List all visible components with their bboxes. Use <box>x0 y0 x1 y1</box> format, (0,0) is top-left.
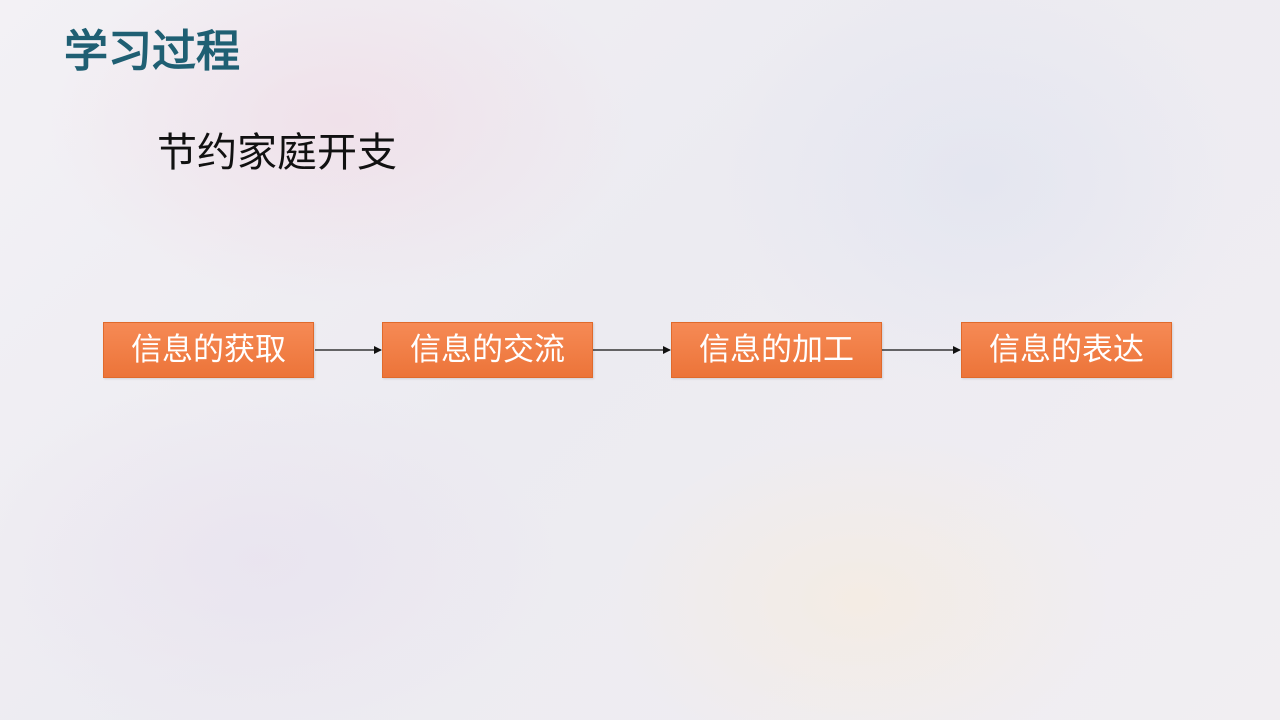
step-box-process: 信息的加工 <box>671 322 882 378</box>
step-box-acquire: 信息的获取 <box>103 322 314 378</box>
step-box-exchange: 信息的交流 <box>382 322 593 378</box>
step-box-express: 信息的表达 <box>961 322 1172 378</box>
slide-heading: 学习过程 <box>64 26 240 77</box>
slide-subtitle: 节约家庭开支 <box>157 130 397 176</box>
